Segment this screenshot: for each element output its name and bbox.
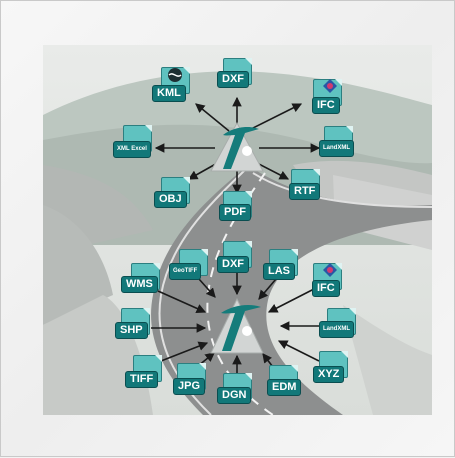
format-label-pdf: PDF xyxy=(219,204,251,221)
format-label-landxml-import: LandXML xyxy=(319,321,354,338)
format-label-shp: SHP xyxy=(115,322,148,339)
format-label-geotiff: GeoTIFF xyxy=(169,263,202,280)
format-label-wms: WMS xyxy=(121,276,158,293)
format-label-dxf-import: DXF xyxy=(217,256,249,273)
format-label-ifc-import: IFC xyxy=(312,280,340,297)
ifc-import-logo-icon xyxy=(323,263,337,277)
format-label-tiff: TIFF xyxy=(125,371,159,388)
globe-icon xyxy=(168,68,182,82)
format-label-obj: OBJ xyxy=(154,191,187,208)
arrow-from-ifc xyxy=(267,288,315,313)
arrow-to-kml xyxy=(195,103,230,132)
bottom-logo-icon xyxy=(210,297,264,354)
format-label-dxf: DXF xyxy=(217,71,249,88)
format-label-dgn: DGN xyxy=(217,387,252,404)
arrow-to-ifc xyxy=(250,103,303,130)
format-label-xyz: XYZ xyxy=(313,366,345,383)
format-label-kml: KML xyxy=(152,85,186,102)
format-label-rtf: RTF xyxy=(289,183,321,200)
format-label-xml-excel: XML Excel xyxy=(113,141,151,158)
format-label-edm: EDM xyxy=(267,379,302,396)
arrow-from-tiff xyxy=(160,341,209,362)
format-label-ifc: IFC xyxy=(312,97,340,114)
arrow-from-las xyxy=(258,278,277,300)
format-label-jpg: JPG xyxy=(173,378,206,395)
top-logo-icon xyxy=(210,121,264,172)
arrow-from-wms xyxy=(157,290,207,313)
format-label-las: LAS xyxy=(263,263,295,280)
arrow-from-geotiff xyxy=(198,278,216,298)
arrow-from-xyz xyxy=(277,340,320,362)
ifc-logo-icon xyxy=(323,79,337,93)
format-label-landxml: LandXML xyxy=(319,140,354,157)
